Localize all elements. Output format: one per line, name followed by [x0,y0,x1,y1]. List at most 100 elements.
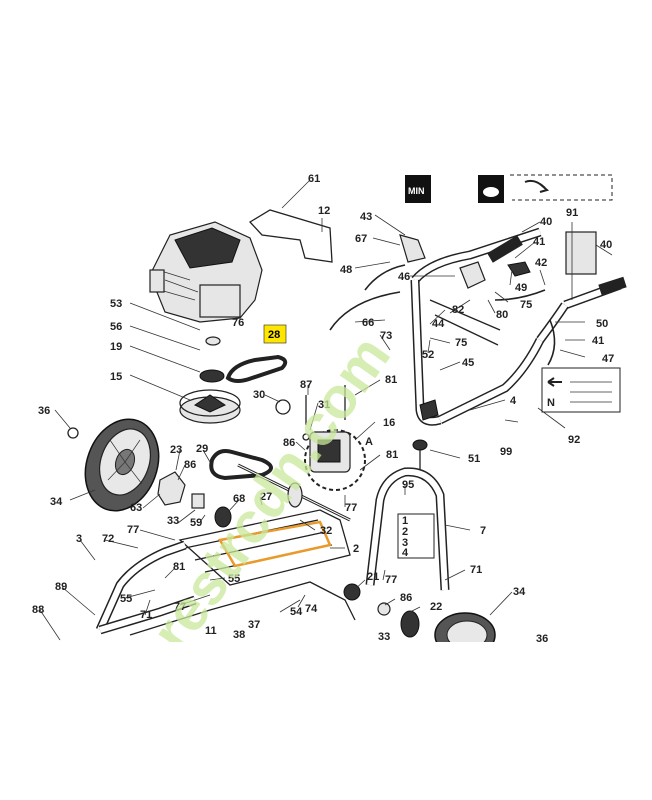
callout-86c: 86 [400,592,412,604]
small-wheel [400,610,420,638]
callout-81b: 81 [386,449,398,461]
callout-99: 99 [500,446,512,458]
gearbox-bolt [302,433,310,441]
gearbox [304,429,366,491]
callout-37: 37 [248,619,260,631]
highlight-box [263,324,287,344]
speed-2: 2 [402,526,408,538]
callout-50: 50 [596,318,608,330]
gear [214,506,232,528]
handle-assembly [410,227,627,426]
callout-labels: 61 12 43 67 48 46 40 91 40 41 49 42 75 8… [32,173,614,645]
callout-61: 61 [308,173,320,185]
callout-A: A [365,436,373,448]
callout-55a: 55 [120,593,132,605]
lower-frame [129,509,356,636]
drive-belt [225,354,288,383]
highlighted-callout: 28 [268,329,280,341]
cover-plate [248,209,333,263]
callout-27: 27 [260,491,272,503]
instruction-decal [541,367,621,413]
callout-40a: 40 [540,216,552,228]
control-cables [329,264,556,366]
callout-54: 54 [290,606,303,618]
lower-belt [209,449,273,481]
throttle-control [459,261,486,289]
callout-49: 49 [515,282,527,294]
callout-34b: 34 [513,586,526,598]
shaft-collar [287,482,303,508]
callout-82: 82 [452,304,464,316]
callout-55b: 55 [228,573,240,585]
callout-52: 52 [422,349,434,361]
turtle-icon [483,187,499,197]
speed-handle: 1 2 3 4 [365,467,450,591]
callout-45: 45 [462,357,474,369]
callout-41b: 41 [592,335,604,347]
callout-89: 89 [55,581,67,593]
idler-pulley [275,399,291,415]
callout-67: 67 [355,233,367,245]
callout-68: 68 [233,493,245,505]
callout-42: 42 [535,257,547,269]
callout-88: 88 [32,604,44,616]
callout-77c: 77 [174,601,186,613]
callout-31: 31 [318,399,330,411]
callout-2: 2 [353,543,359,555]
callout-23: 23 [170,444,182,456]
callout-3: 3 [76,533,82,545]
min-text: MIN [408,186,425,196]
bracket [419,399,439,421]
callout-7: 7 [480,525,486,537]
wheel-hub [157,471,186,506]
rear-wheel-left [84,418,160,512]
callout-92: 92 [568,434,580,446]
control-knob [412,439,428,451]
callout-91: 91 [566,207,578,219]
callout-48: 48 [340,264,352,276]
callout-29: 29 [196,443,208,455]
callout-15: 15 [110,371,122,383]
callout-76: 76 [232,317,244,329]
callout-43: 43 [360,211,372,223]
callout-44: 44 [432,318,445,330]
speed-3: 3 [402,537,408,549]
lever-handle [507,261,531,277]
callout-75a: 75 [520,299,532,311]
callout-32: 32 [320,525,332,537]
callout-11: 11 [205,625,217,637]
callout-95: 95 [402,479,414,491]
callout-34a: 34 [50,496,63,508]
callout-36: 36 [38,405,50,417]
bushing [191,493,205,509]
callout-81a: 81 [385,374,397,386]
lever [399,234,426,263]
callout-38: 38 [233,629,245,641]
direction-box [510,174,613,201]
callout-77a: 77 [345,502,357,514]
callout-71a: 71 [140,609,152,621]
callout-74: 74 [305,603,318,615]
callout-87: 87 [300,379,312,391]
callout-47: 47 [602,353,614,365]
callout-56: 56 [110,321,122,333]
callout-75b: 75 [455,337,467,349]
callout-33b: 33 [378,631,390,643]
callout-59: 59 [190,517,202,529]
callout-16: 16 [383,417,395,429]
callout-30: 30 [253,389,265,401]
callout-77d: 77 [385,574,397,586]
callout-40b: 40 [600,239,612,251]
callout-21: 21 [367,571,379,583]
callout-72: 72 [102,533,114,545]
callout-22: 22 [430,601,442,613]
callout-73: 73 [380,330,392,342]
callout-86b: 86 [184,459,196,471]
leader-lines [39,179,613,641]
callout-53: 53 [110,298,122,310]
callout-12: 12 [318,205,330,217]
callout-66: 66 [362,317,374,329]
speed-4: 4 [402,547,409,559]
decal-letter: N [547,397,555,409]
callout-81c: 81 [173,561,185,573]
